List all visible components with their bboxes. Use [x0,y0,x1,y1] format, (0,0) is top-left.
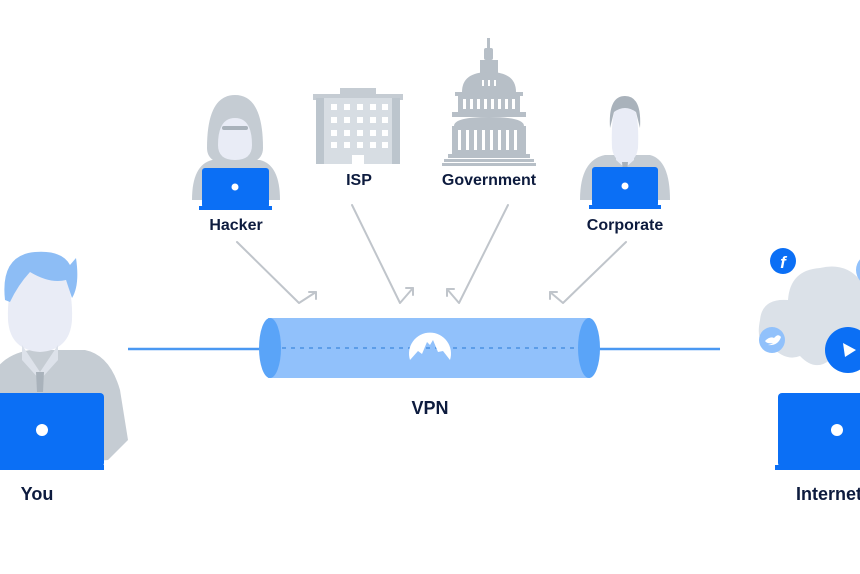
corporate-label: Corporate [586,217,664,234]
internet-cloud: f [758,248,860,470]
svg-text:f: f [780,253,788,272]
capitol-dome-icon [442,38,536,166]
businessman-figure [580,96,670,209]
hacker-figure [192,95,280,210]
tunnel-right-end [578,318,600,378]
government-arrow [446,204,509,304]
isp-label: ISP [346,172,372,189]
facebook-icon [770,248,796,274]
internet-label: Internet [796,484,860,504]
internet-laptop [778,393,860,467]
tunnel-left-end [259,318,281,378]
hacker-label: Hacker [209,217,263,234]
play-icon [825,327,860,373]
vpn-tunnel [259,318,600,378]
hacker-arrow [236,241,317,304]
you-figure [0,251,128,470]
you-laptop [0,393,104,467]
government-label: Government [441,172,537,189]
capitol-columns [458,80,517,150]
office-building-icon [313,88,403,164]
vpn-label: VPN [411,398,449,418]
isp-arrow [351,204,414,304]
circle-icon [856,259,860,281]
observer-arrows [236,204,627,304]
mountain-logo-icon [409,332,451,360]
you-label: You [20,484,54,504]
corporate-arrow [549,241,627,304]
